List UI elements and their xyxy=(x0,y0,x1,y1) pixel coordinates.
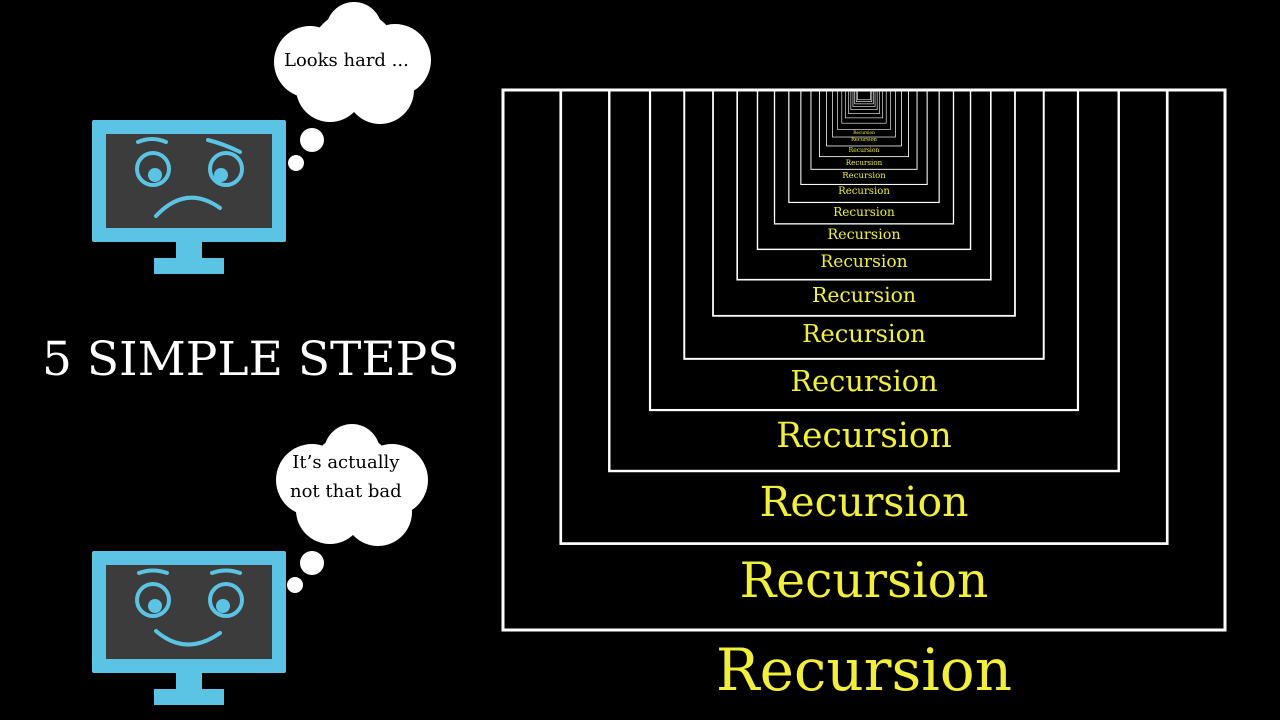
happy-computer-icon xyxy=(92,551,286,705)
recursion-word: Recursion xyxy=(853,129,875,135)
recursion-word: Recursion xyxy=(776,416,952,457)
recursion-word: Recursion xyxy=(790,363,938,398)
sad-computer-icon xyxy=(92,120,286,274)
title-text: 5 SIMPLE STEPS xyxy=(42,332,460,387)
recursion-word: Recursion xyxy=(827,226,901,243)
recursion-word: Recursion xyxy=(838,186,890,198)
bubble-bottom-text: It’s actually not that bad xyxy=(290,448,402,506)
recursion-word: Recursion xyxy=(802,319,926,349)
recursion-word: Recursion xyxy=(812,283,916,308)
recursion-word: Recursion xyxy=(842,170,886,181)
recursion-word: Recursion xyxy=(739,552,989,609)
recursion-word: Recursion xyxy=(820,251,908,272)
bubble-bottom-line2: not that bad xyxy=(290,481,402,502)
recursion-word: Recursion xyxy=(715,636,1013,705)
recursion-word: Recursion xyxy=(833,204,895,219)
recursion-word: Recursion xyxy=(848,146,880,154)
recursion-frame xyxy=(857,89,871,101)
bubble-top-text: Looks hard ... xyxy=(284,50,409,71)
recursion-word: Recursion xyxy=(759,478,969,527)
bubble-bottom-line1: It’s actually xyxy=(292,452,400,473)
recursion-word: Recursion xyxy=(845,157,883,167)
recursion-word: Recursion xyxy=(851,137,877,144)
